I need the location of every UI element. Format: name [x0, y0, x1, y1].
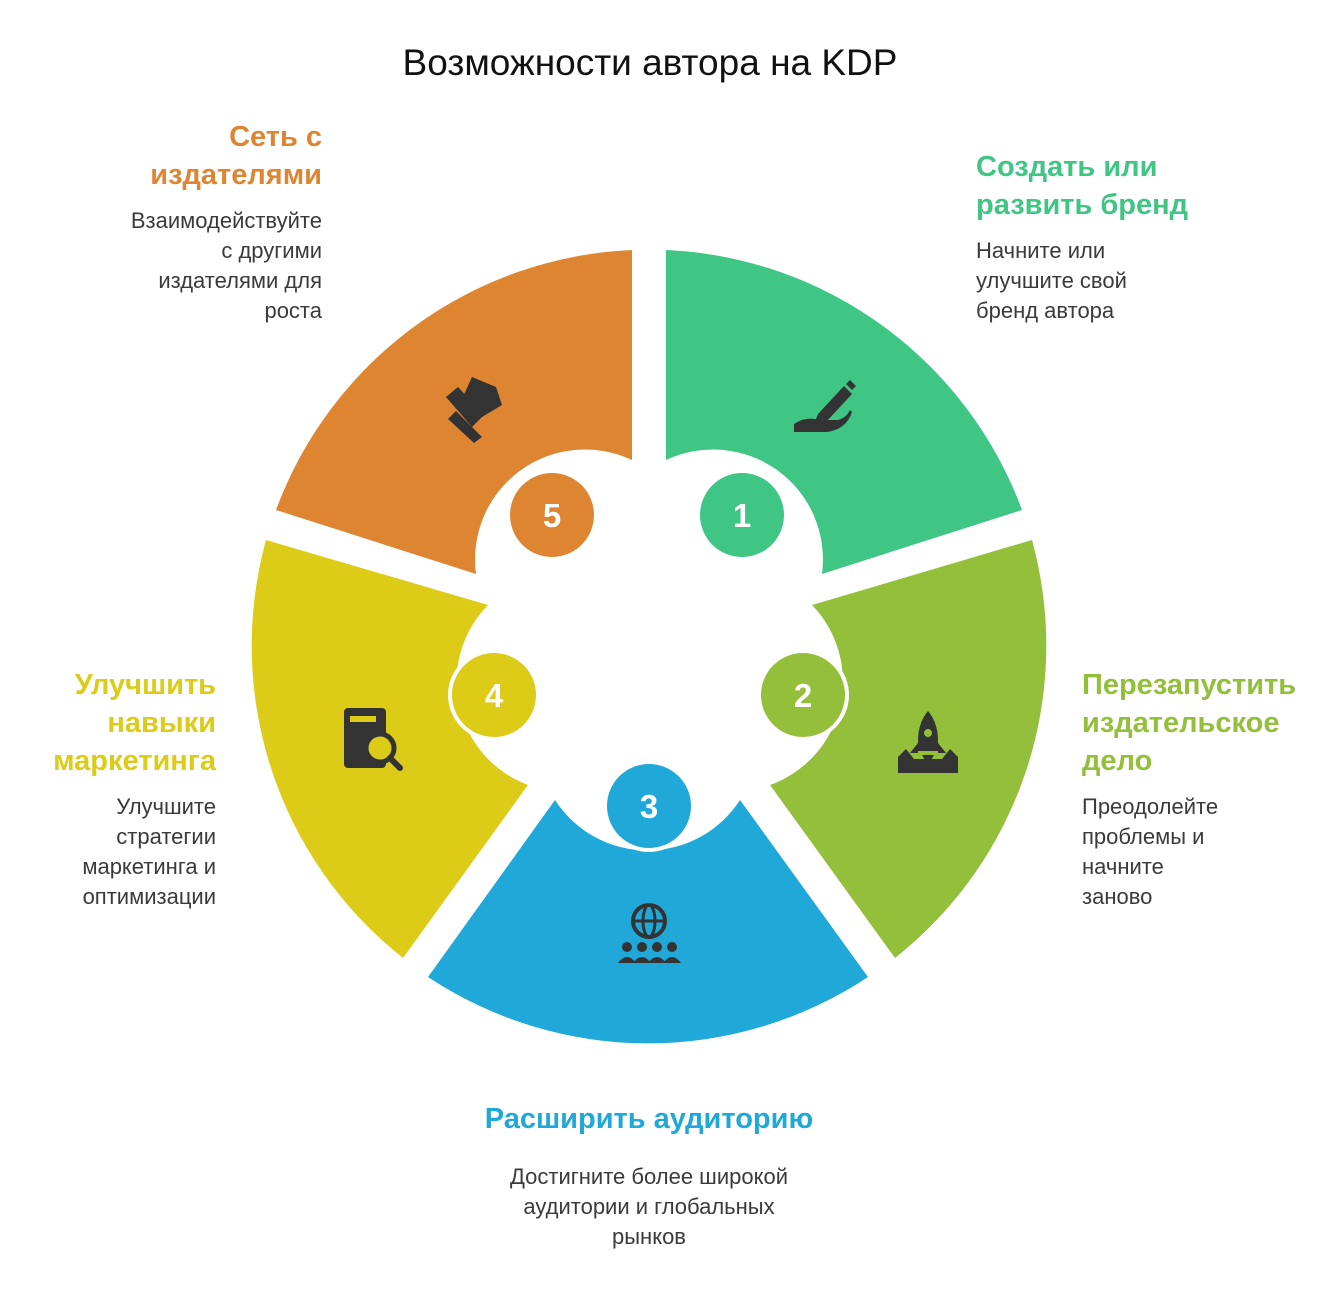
globe-people-icon	[618, 903, 681, 963]
segment-3-text: Расширить аудиторию Достигните более шир…	[400, 1100, 898, 1252]
badge-2: 2	[757, 649, 849, 741]
badge-4: 4	[448, 649, 540, 741]
segment-4-heading: Улучшить навыки маркетинга	[53, 669, 216, 777]
svg-text:2: 2	[794, 677, 812, 714]
segment-2-heading: Перезапустить издательское дело	[1082, 669, 1297, 777]
hand-pen-icon	[794, 380, 856, 432]
segment-5-description: Взаимодействуйте с другими издателями дл…	[130, 208, 322, 323]
segment-5-wedge[interactable]	[276, 250, 632, 574]
segment-2-text: Перезапустить издательское дело Преодоле…	[1082, 666, 1322, 912]
segment-5-text: Сеть с издателями Взаимодействуйте с дру…	[40, 118, 322, 326]
svg-text:4: 4	[485, 677, 504, 714]
svg-text:5: 5	[543, 497, 561, 534]
rocket-launch-icon	[898, 711, 958, 773]
svg-text:1: 1	[733, 497, 751, 534]
badge-1: 1	[696, 469, 788, 561]
diagram-title: Возможности автора на KDP	[402, 42, 898, 83]
badge-5: 5	[506, 469, 598, 561]
handshake-icon	[446, 377, 502, 443]
segment-5-heading: Сеть с издателями	[150, 121, 322, 191]
segment-1-text: Создать или развить бренд Начните или ул…	[976, 148, 1306, 326]
segment-4-text: Улучшить навыки маркетинга Улучшите стра…	[20, 666, 216, 912]
segment-1-wedge[interactable]	[666, 250, 1022, 574]
segment-2-description: Преодолейте проблемы и начните заново	[1082, 794, 1219, 909]
segment-1-description: Начните или улучшите свой бренд автора	[976, 238, 1127, 323]
segment-1-heading: Создать или развить бренд	[976, 151, 1189, 221]
svg-text:3: 3	[640, 788, 658, 825]
badge-3: 3	[603, 760, 695, 852]
segment-2-wedge[interactable]	[770, 540, 1047, 958]
segment-4-description: Улучшите стратегии маркетинга и оптимиза…	[82, 794, 216, 909]
segment-3-description: Достигните более широкой аудитории и гло…	[510, 1164, 788, 1249]
book-search-icon	[344, 708, 403, 771]
segment-3-heading: Расширить аудиторию	[484, 1103, 814, 1135]
